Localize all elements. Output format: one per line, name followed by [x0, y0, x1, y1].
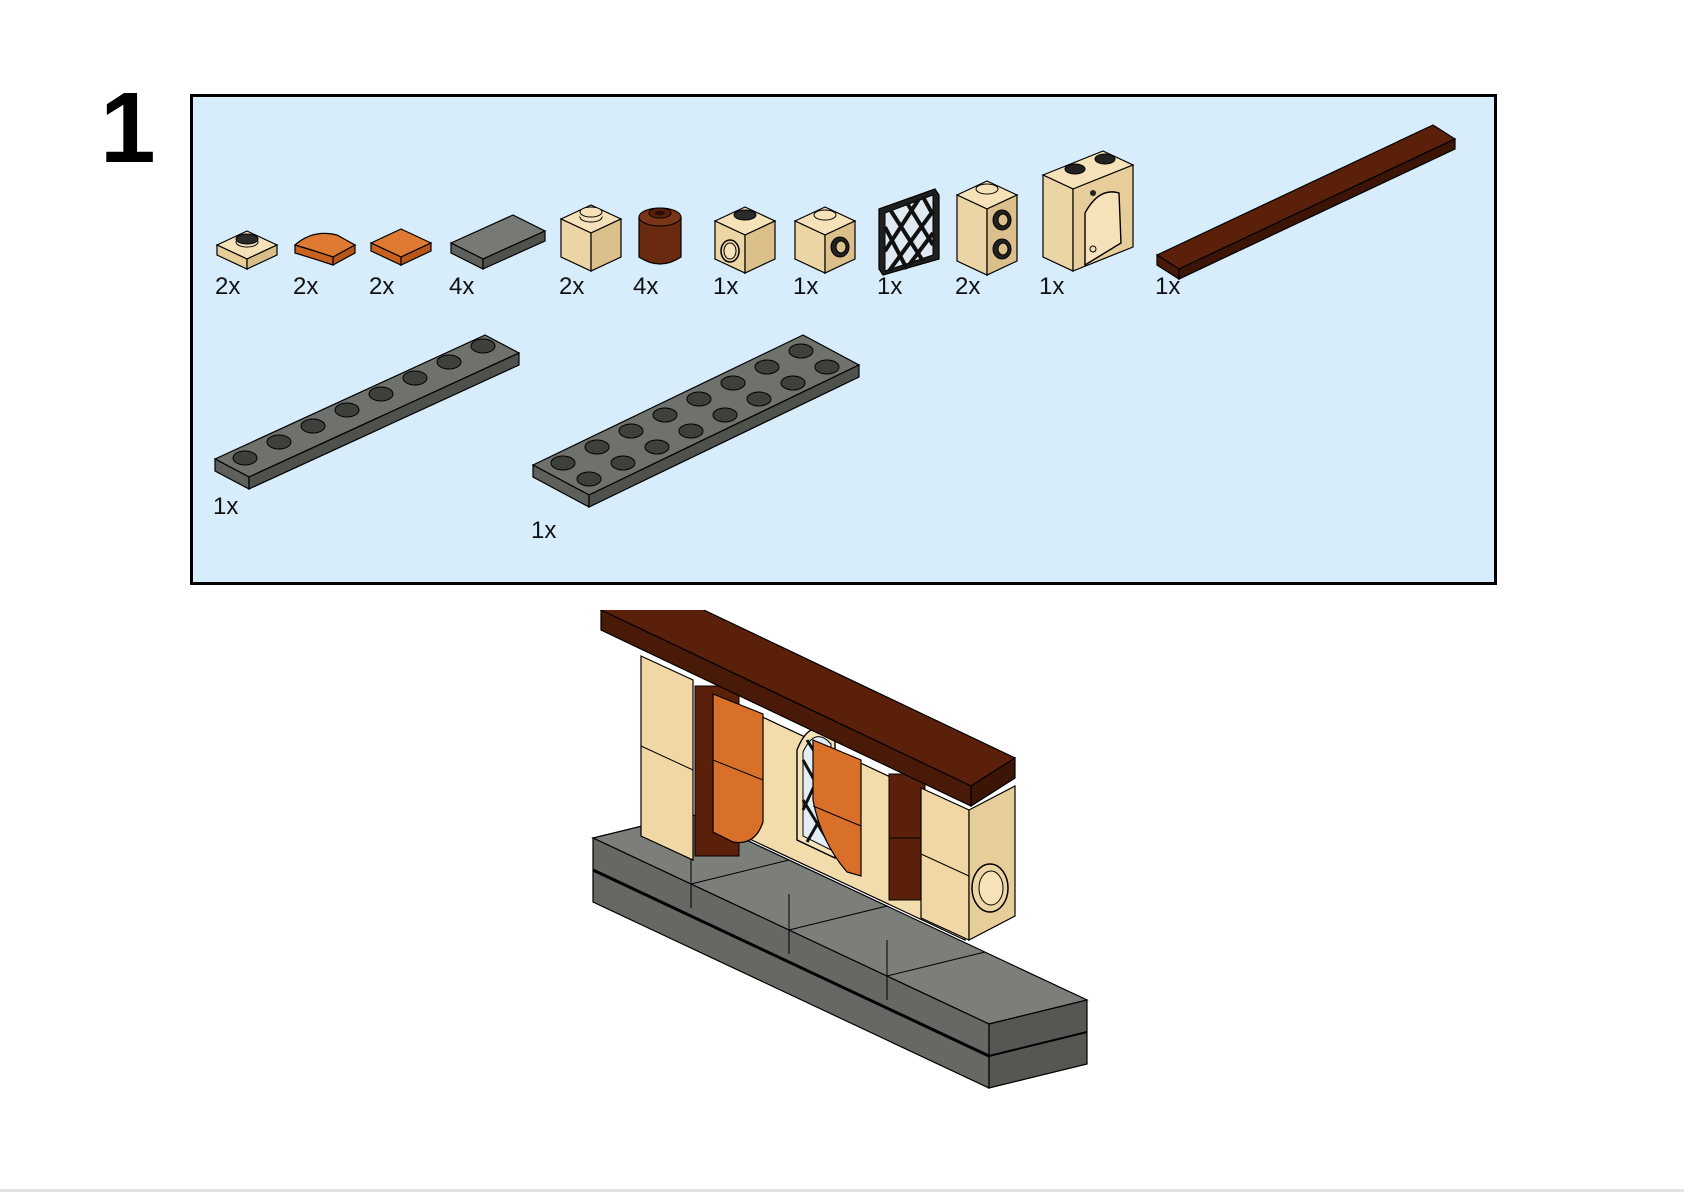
- page-bottom-rule: [0, 1189, 1684, 1192]
- tan-tall-brick-icon: [955, 180, 1019, 276]
- qty-label: 1x: [1039, 273, 1065, 300]
- window-lattice-icon: [878, 188, 940, 276]
- brown-round-brick-icon: [638, 207, 682, 265]
- gray-tile-icon: [449, 214, 547, 270]
- assembled-model: [585, 581, 1105, 1100]
- qty-label: 1x: [531, 517, 557, 544]
- brown-long-tile-icon: [1155, 124, 1457, 281]
- qty-label: 2x: [293, 273, 319, 300]
- qty-label: 2x: [215, 273, 241, 300]
- qty-label: 4x: [633, 273, 659, 300]
- qty-label: 1x: [213, 493, 239, 520]
- qty-label: 4x: [449, 273, 475, 300]
- tan-plate-icon: [215, 230, 279, 270]
- arched-window-frame-icon: [1041, 150, 1135, 272]
- gray-plate-1x8-icon: [213, 334, 521, 490]
- qty-label: 2x: [955, 273, 981, 300]
- qty-label: 1x: [793, 273, 819, 300]
- assembled-wall-illustration: [591, 581, 1089, 1089]
- tan-brick-icon: [559, 204, 623, 272]
- qty-label: 1x: [877, 273, 903, 300]
- orange-quarter-tile-icon: [293, 232, 357, 267]
- step-number: 1: [100, 72, 156, 184]
- gray-plate-2x8-icon: [531, 334, 861, 509]
- parts-list-panel: 2x 2x 2x 4x: [190, 94, 1497, 585]
- qty-label: 2x: [559, 273, 585, 300]
- qty-label: 1x: [713, 273, 739, 300]
- tan-brick-stud-icon: [793, 206, 857, 274]
- qty-label: 1x: [1155, 273, 1181, 300]
- orange-tile-icon: [369, 228, 433, 266]
- qty-label: 2x: [369, 273, 395, 300]
- tan-brick-hole-icon: [713, 206, 777, 274]
